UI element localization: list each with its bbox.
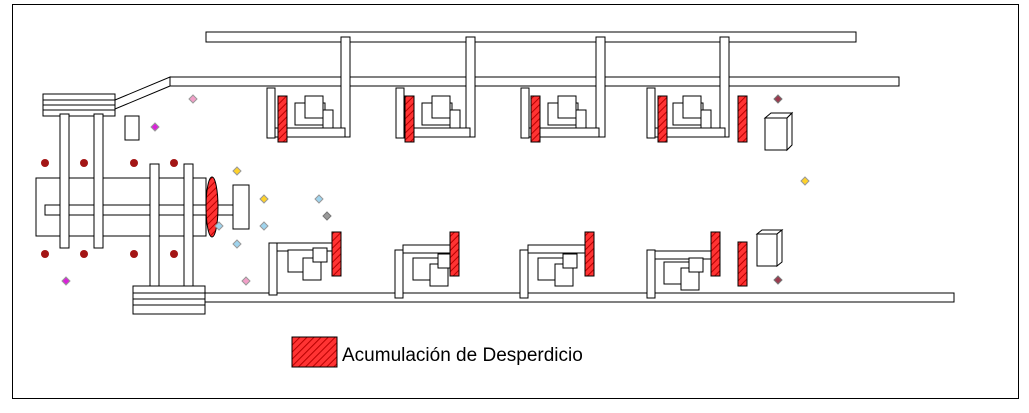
legend-swatch [291,336,338,368]
upper-posts [340,36,730,138]
lower-station-1 [268,242,340,296]
lower-station-3 [519,244,589,299]
machine-bottom-base [132,285,206,315]
bolt-markers [41,159,178,258]
lower-waste-markers [331,231,748,287]
output-boxes [755,111,794,268]
lower-conveyor [204,292,955,303]
main-machine [35,93,250,315]
machine-waste-disk [205,176,219,238]
upper-conveyor [114,76,900,110]
legend: Acumulación de Desperdicio [291,336,583,368]
upper-station-4 [646,87,726,139]
lower-workstations [268,242,718,299]
lower-station-2 [394,244,459,299]
upper-station-2 [395,87,471,139]
upper-waste-markers [277,95,748,143]
diamond-markers [61,94,810,286]
lower-station-4 [646,249,718,299]
upper-workstations [266,87,726,139]
upper-station-3 [520,87,600,139]
top-rail [205,31,857,43]
legend-label: Acumulación de Desperdicio [342,345,583,366]
upper-station-1 [266,87,346,139]
